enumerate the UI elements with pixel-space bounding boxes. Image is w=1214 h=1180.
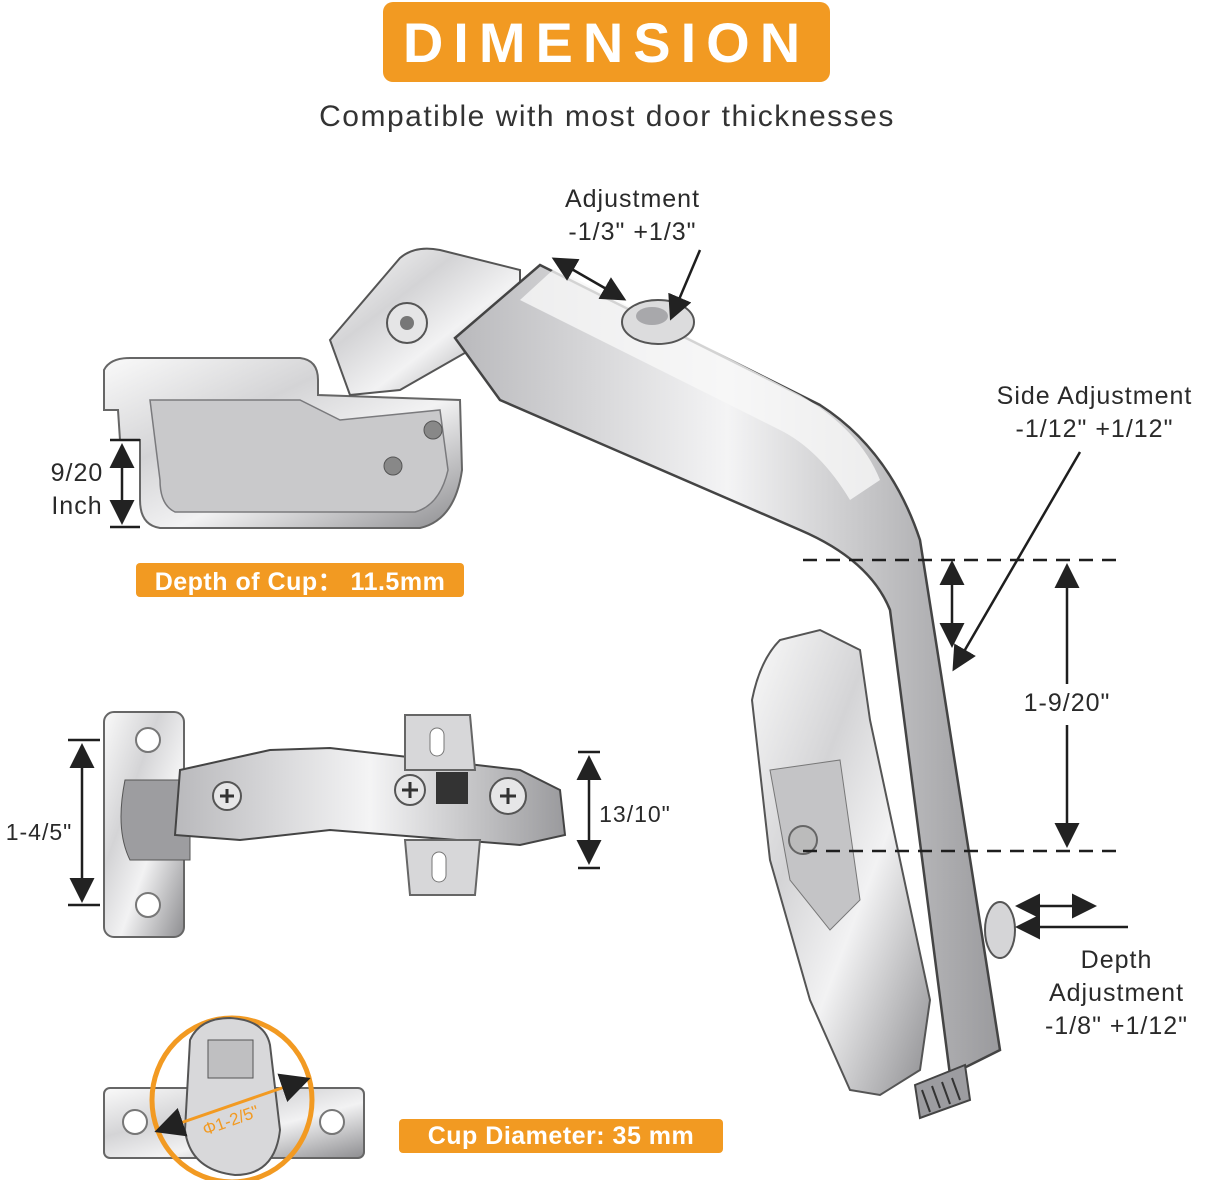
title-text: DIMENSION [402,10,811,74]
title-banner: DIMENSION [383,2,830,82]
large-hinge-image [103,247,1016,1120]
cup-image [103,1015,365,1180]
depth-adjustment-value: -1/8" +1/12" [1044,1012,1189,1040]
depth-adjustment-line2: Adjustment [1048,979,1185,1007]
hinge-height-label: 1-4/5" [5,819,73,845]
side-adjustment-title: Side Adjustment [996,382,1193,410]
dimension-lines [68,249,1128,940]
cup-height-value: 9/20 [50,459,104,487]
hinge-width-label: 13/10" [599,801,671,827]
depth-adjustment-label: Depth Adjustment -1/8" +1/12" [1024,944,1209,1043]
cup-height-label: 9/20 Inch [42,457,112,523]
depth-of-cup-text: Depth of Cup： 11.5mm [154,568,446,596]
adjustment-value: -1/3" +1/3" [568,218,697,246]
side-adjustment-value: -1/12" +1/12" [1015,415,1174,443]
subtitle: Compatible with most door thicknesses [319,100,895,133]
plate-height-label: 1-9/20" [1012,687,1122,720]
cup-diameter-text: Cup Diameter: 35 mm [427,1121,695,1150]
cup-height-unit: Inch [51,492,103,520]
depth-of-cup-badge: Depth of Cup： 11.5mm [136,563,464,597]
adjustment-title: Adjustment [564,185,701,213]
adjustment-label: Adjustment -1/3" +1/3" [545,183,720,249]
depth-adjustment-line1: Depth [1080,946,1153,974]
side-view-hinge-image [103,711,567,938]
cup-diameter-badge: Cup Diameter: 35 mm [399,1119,723,1153]
side-adjustment-label: Side Adjustment -1/12" +1/12" [972,380,1214,446]
